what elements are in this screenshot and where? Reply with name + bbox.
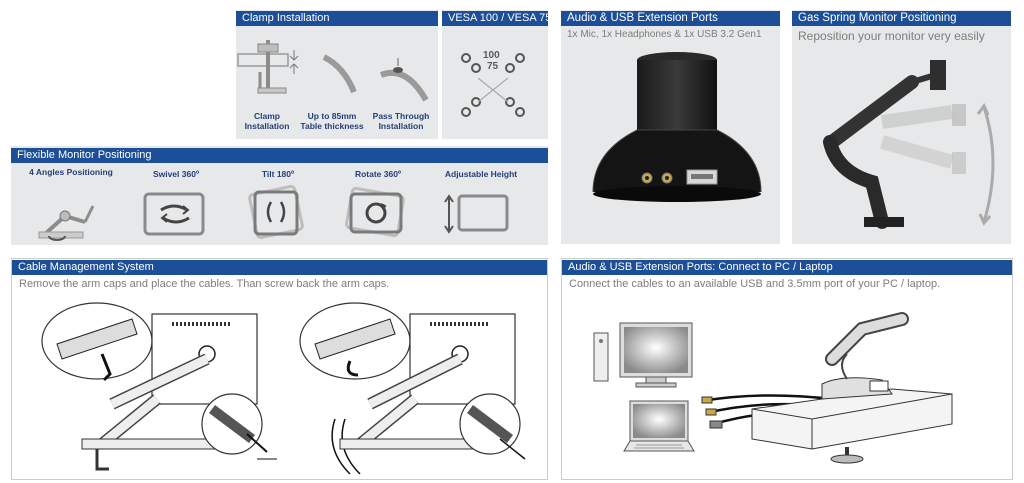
cable-management-panel: Cable Management System Remove the arm c… [11,258,548,480]
vesa-panel: VESA 100 / VESA 75 100 75 [442,10,548,139]
cable-diagram-right [299,302,526,475]
audio-usb-title: Audio & USB Extension Ports [561,11,780,26]
feature-4-angles: 4 Angles Positioning [29,167,113,177]
rotate-icon [345,186,405,238]
port-hub-image [592,52,762,202]
feature-height: Adjustable Height [444,169,518,179]
clamp-icon [237,40,299,94]
flexible-positioning-title: Flexible Monitor Positioning [11,148,548,163]
audio-usb-panel: Audio & USB Extension Ports 1x Mic, 1x H… [561,10,780,244]
feature-rotate: Rotate 360º [354,169,402,179]
audio-usb-subtitle: 1x Mic, 1x Headphones & 1x USB 3.2 Gen1 [567,29,762,40]
cable-management-subtitle: Remove the arm caps and place the cables… [19,278,390,290]
tilt-icon [248,184,304,240]
gas-spring-subtitle: Reposition your monitor very easily [798,29,985,43]
vesa-75-label: 75 [487,61,499,72]
connect-pc-panel: Audio & USB Extension Ports: Connect to … [561,258,1013,480]
desktop-pc-icon [593,322,693,388]
vesa-title: VESA 100 / VESA 75 [442,11,548,26]
feature-tilt: Tilt 180º [261,169,295,179]
clamp-installation-title: Clamp Installation [236,11,438,26]
vesa-pattern-icon [461,53,525,117]
pass-through-icon [379,58,429,102]
table-thickness-icon [322,54,357,94]
vesa-100-label: 100 [483,50,500,61]
gas-spring-panel: Gas Spring Monitor Positioning Repositio… [792,10,1011,244]
flexible-positioning-panel: Flexible Monitor Positioning 4 Angles Po… [11,146,548,245]
cable-diagram-left [41,302,277,471]
gas-spring-title: Gas Spring Monitor Positioning [792,11,1011,26]
desk-mount-image [751,312,953,464]
height-icon [444,194,509,234]
laptop-icon [623,400,695,452]
gas-spring-arm-image [823,60,995,229]
connect-pc-subtitle: Connect the cables to an available USB a… [569,278,941,290]
cable-management-title: Cable Management System [12,260,547,275]
swivel-icon [143,192,205,236]
connect-pc-title: Audio & USB Extension Ports: Connect to … [562,260,1012,275]
angles-icon [38,205,95,241]
feature-swivel: Swivel 360º [152,169,200,179]
